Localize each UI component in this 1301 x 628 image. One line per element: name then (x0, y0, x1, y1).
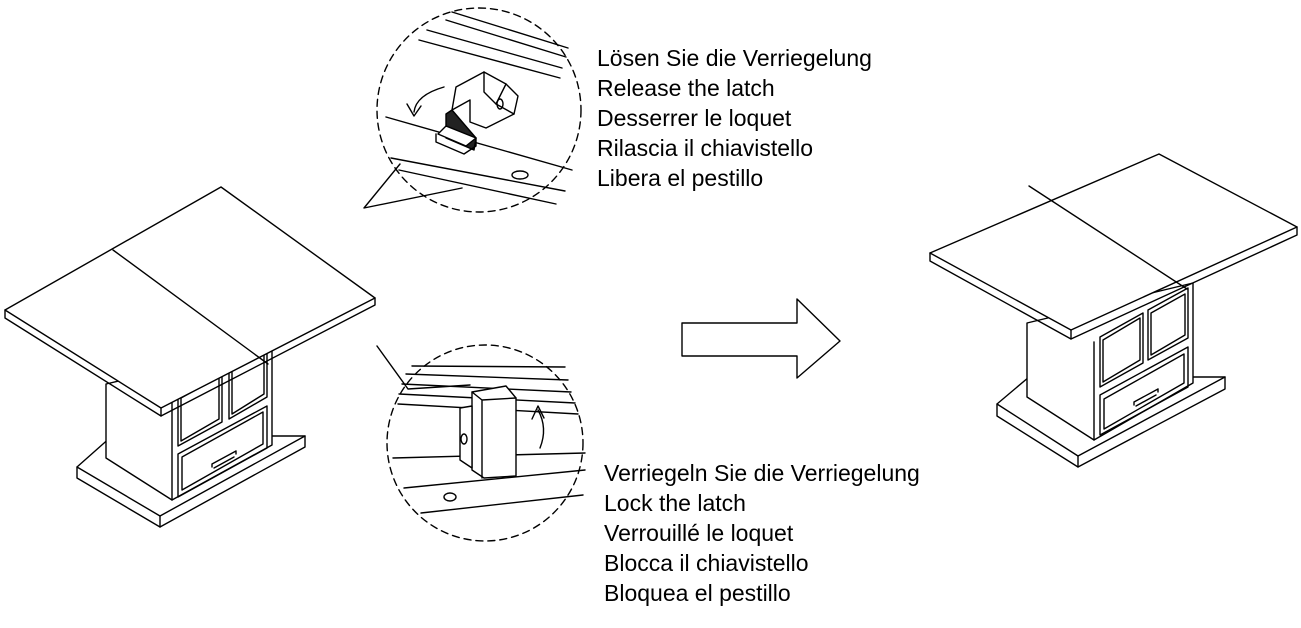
caption-line-de: Lösen Sie die Verriegelung (597, 45, 872, 71)
caption-line-it: Blocca il chiavistello (604, 550, 809, 576)
caption-line-de: Verriegeln Sie die Verriegelung (604, 460, 920, 486)
caption-line-es: Bloquea el pestillo (604, 580, 791, 606)
release-latch-caption: Lösen Sie die Verriegelung Release the l… (597, 43, 872, 193)
caption-line-es: Libera el pestillo (597, 165, 764, 191)
caption-line-fr: Desserrer le loquet (597, 105, 792, 131)
caption-line-fr: Verrouillé le loquet (604, 520, 794, 546)
latch-lock-detail (376, 344, 586, 542)
caption-line-en: Release the latch (597, 75, 775, 101)
right-arrow-icon (681, 298, 841, 379)
caption-line-it: Rilascia il chiavistello (597, 135, 814, 161)
latch-release-detail (363, 7, 582, 213)
caption-line-en: Lock the latch (604, 490, 746, 516)
table-folded-illustration (929, 153, 1298, 468)
lock-latch-caption: Verriegeln Sie die Verriegelung Lock the… (604, 458, 920, 608)
table-extended-illustration (4, 186, 376, 528)
